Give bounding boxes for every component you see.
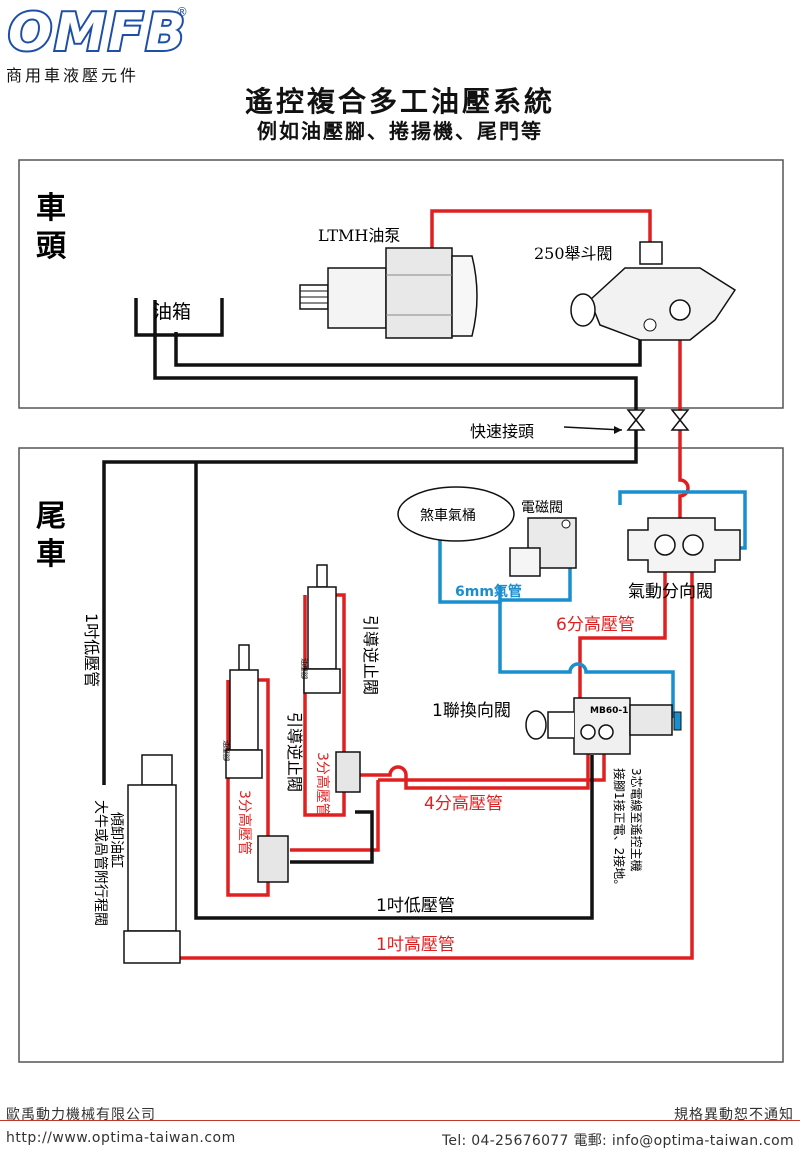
directional-valve-label: 1聯換向閥 [432, 701, 511, 721]
head-label-2: 頭 [36, 229, 67, 264]
registered-mark: ® [176, 5, 188, 19]
pneumatic-valve [627, 517, 741, 573]
wiring-note-2: 接腳1接正電、2接地。 [612, 768, 627, 891]
omfb-logo: OMFB ® [4, 2, 188, 60]
brake-tank-label: 煞車氣桶 [420, 507, 476, 524]
hp-4-label: 4分高壓管 [424, 794, 503, 814]
solenoid-label: 電磁閥 [521, 500, 563, 516]
trailer-label-2: 車 [36, 537, 66, 572]
pneumatic-valve-label: 氣動分向閥 [628, 582, 713, 602]
check-valve-b-label: 引導逆止閥 [361, 615, 380, 695]
website-link[interactable]: http://www.optima-taiwan.com [6, 1130, 236, 1146]
tip-cyl-label-2: 大牛或咼管附行程閥 [92, 800, 108, 926]
brake-air-tank [397, 486, 515, 542]
return-lines [102, 300, 642, 920]
tipping-valve-label: 250舉斗閥 [534, 244, 613, 263]
cylinder-b-label: 油壓腳 [300, 658, 309, 679]
tipping-cylinder [123, 754, 181, 964]
hp-3a-label: 3分高壓管 [236, 790, 253, 855]
coupler-arrow [563, 426, 623, 431]
tipping-valve [570, 241, 737, 341]
wiring-note-1: 3芯電線至遙控主機 [629, 768, 644, 872]
oil-tank [134, 298, 224, 337]
pump [299, 247, 478, 339]
solenoid-valve [509, 517, 577, 577]
trailer-section-frame [18, 447, 784, 1063]
head-label-1: 車 [36, 191, 66, 226]
tip-cyl-label-1: 傾卸油缸 [108, 812, 125, 868]
air-pipe-label: 6mm氣管 [455, 583, 522, 600]
pressure-lines [172, 209, 694, 960]
oil-tank-label: 油箱 [153, 301, 191, 323]
directional-valve [525, 697, 682, 755]
head-section-frame [18, 159, 784, 409]
lp-1-left-label: 1吋低壓管 [82, 613, 101, 687]
quick-coupler [626, 409, 690, 431]
page-subtitle: 例如油壓腳、捲揚機、尾門等 [257, 119, 543, 143]
page-title: 遙控複合多工油壓系統 [244, 85, 555, 118]
cylinder-a [225, 644, 263, 779]
cylinder-b [303, 564, 341, 694]
hp-6-label: 6分高壓管 [556, 615, 635, 635]
company-name: 歐禹動力機械有限公司 [6, 1107, 156, 1123]
contact-info: Tel: 04-25676077 電郵: info@optima-taiwan.… [441, 1133, 794, 1149]
hp-3b-label: 3分高壓管 [314, 752, 331, 817]
hp-1-label: 1吋高壓管 [376, 935, 455, 955]
logo-text: OMFB [8, 3, 187, 60]
valve-model-label: MB60-1 [590, 706, 628, 716]
tagline: 商用車液壓元件 [6, 66, 140, 85]
cylinder-a-label: 油壓腳 [222, 740, 231, 761]
pump-label: LTMH油泵 [318, 226, 400, 245]
check-valve-b [335, 751, 361, 793]
quick-coupler-label: 快速接頭 [470, 422, 534, 441]
check-valve-a-label: 引導逆止閥 [285, 712, 304, 792]
check-valve-a [257, 835, 289, 883]
lp-1-bottom-label: 1吋低壓管 [376, 896, 455, 916]
footer-divider [0, 1120, 800, 1121]
notice: 規格異動恕不通知 [674, 1107, 794, 1123]
trailer-label-1: 尾 [36, 499, 66, 534]
